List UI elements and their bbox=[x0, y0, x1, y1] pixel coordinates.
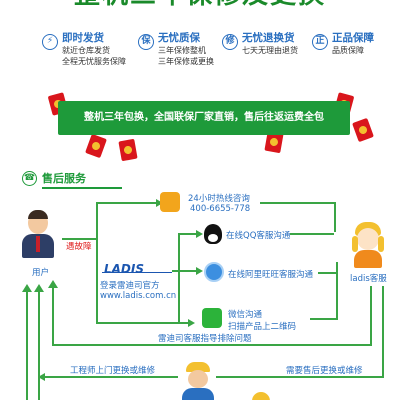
arrow-right-icon bbox=[196, 230, 203, 238]
guide-label: 雷迪司客服指导排除问题 bbox=[158, 334, 252, 344]
red-envelope-icon bbox=[352, 117, 374, 143]
flow-line bbox=[52, 286, 54, 346]
flow-line bbox=[318, 272, 338, 274]
refresh-icon: 修 bbox=[222, 34, 238, 50]
user-label: 用户 bbox=[32, 268, 50, 278]
qq-label[interactable]: 在线QQ客服沟通 bbox=[226, 231, 291, 241]
promo-banner: 整机三年包换，全国联保厂家直销，售后往返运费全包 bbox=[58, 101, 350, 135]
red-envelope-icon bbox=[118, 138, 138, 162]
arrow-left-icon bbox=[38, 373, 45, 381]
aliwangwang-label[interactable]: 在线阿里旺旺客服沟通 bbox=[228, 270, 314, 280]
arrow-right-icon bbox=[188, 319, 195, 327]
truck-icon: ⚡ bbox=[42, 34, 58, 50]
flow-line bbox=[38, 290, 40, 400]
return-label: 需要售后更换或维修 bbox=[286, 366, 363, 376]
flow-line bbox=[26, 290, 28, 400]
badge-icon: 正 bbox=[312, 34, 328, 50]
flow-line bbox=[336, 262, 338, 320]
brand-logo: LADIS bbox=[104, 262, 145, 276]
section-underline bbox=[42, 187, 122, 189]
banner-title: 整机三年保修及更换 bbox=[40, 0, 360, 8]
wechat-label[interactable]: 微信沟通 bbox=[228, 310, 263, 320]
flow-line bbox=[216, 376, 384, 378]
phone-icon bbox=[160, 192, 180, 212]
arrow-up-icon bbox=[22, 284, 32, 292]
hotline-title: 24小时热线咨询 bbox=[188, 194, 250, 204]
login-label: 登录雷迪司官方 bbox=[100, 281, 160, 291]
flow-line bbox=[370, 286, 372, 346]
flow-line bbox=[310, 318, 338, 320]
arrow-up-icon bbox=[48, 280, 58, 288]
support-label: ladis客服 bbox=[350, 274, 387, 284]
support-agent-avatar bbox=[348, 222, 388, 268]
shield-icon: 保 bbox=[138, 34, 154, 50]
flow-line bbox=[52, 344, 372, 346]
site-url-link[interactable]: www.ladis.com.cn bbox=[100, 291, 177, 301]
wechat-sublabel: 扫描产品上二维码 bbox=[228, 322, 297, 332]
hotline-number[interactable]: 400-6655-778 bbox=[190, 204, 251, 214]
user-avatar bbox=[18, 210, 58, 262]
red-envelope-icon bbox=[85, 133, 107, 159]
aliwangwang-icon bbox=[204, 262, 224, 282]
arrow-up-icon bbox=[34, 284, 44, 292]
engineer-label: 工程师上门更换或维修 bbox=[70, 366, 156, 376]
flow-line bbox=[178, 233, 198, 235]
flow-line bbox=[334, 202, 336, 232]
flow-line bbox=[62, 238, 98, 240]
flow-line bbox=[172, 270, 196, 272]
wechat-icon bbox=[202, 308, 222, 328]
flow-line bbox=[290, 233, 334, 235]
flow-trunk bbox=[178, 233, 180, 324]
worker-helmet-icon bbox=[252, 392, 270, 400]
flow-trunk bbox=[96, 202, 98, 322]
arrow-right-icon bbox=[196, 267, 203, 275]
flow-line bbox=[96, 202, 158, 204]
headset-icon: ☎ bbox=[22, 171, 37, 186]
fault-label: 遇故障 bbox=[66, 242, 92, 252]
flow-line bbox=[38, 376, 178, 378]
arrow-right-icon bbox=[156, 199, 163, 207]
feature-row: ⚡ 即时发货 就近仓库发货 全程无忧服务保障 保 无忧质保 三年保修整机 三年保… bbox=[0, 26, 400, 74]
flow-line bbox=[260, 202, 336, 204]
flow-line bbox=[96, 322, 190, 324]
engineer-avatar bbox=[180, 362, 216, 400]
flow-line bbox=[382, 286, 384, 378]
